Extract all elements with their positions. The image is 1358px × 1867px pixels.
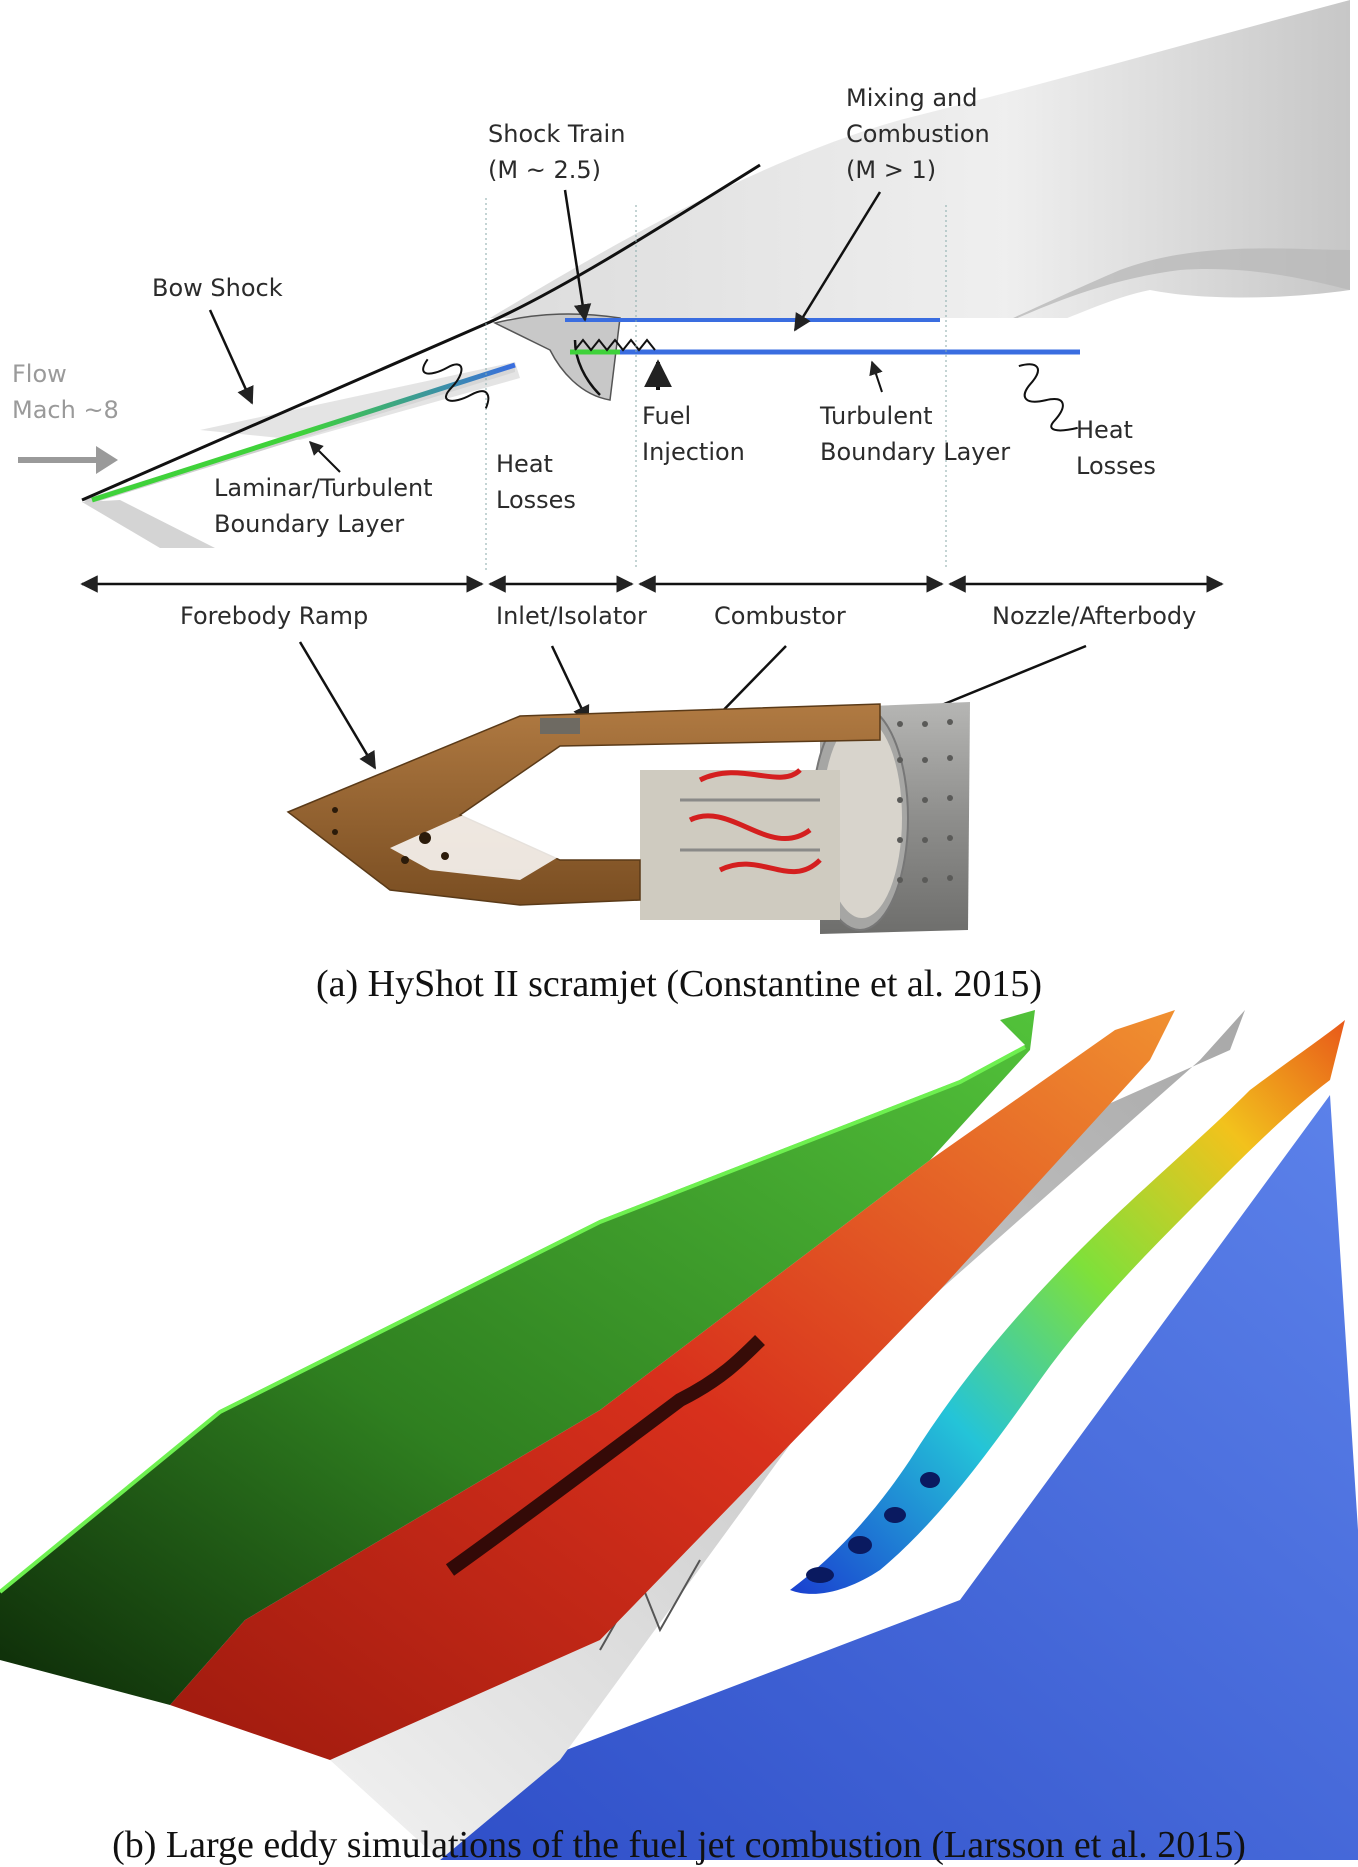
lower-wedge (82, 500, 215, 548)
mixing-label-3: (M > 1) (846, 156, 936, 184)
turbulent-bl-label-1: Turbulent (819, 402, 933, 430)
mixing-label-2: Combustion (846, 120, 990, 148)
fuel-jet-plume (790, 1020, 1345, 1594)
forebody-pointer (298, 641, 377, 770)
inlet-pointer (550, 645, 590, 724)
mixing-arrow (793, 191, 882, 332)
green-slice (0, 1010, 1035, 1705)
red-slice (170, 1010, 1175, 1760)
heat-losses-wave-1 (422, 358, 490, 409)
red-slice-dark-core (445, 1335, 765, 1576)
mixing-label-1: Mixing and (846, 84, 977, 112)
caption-a: (a) HyShot II scramjet (Constantine et a… (316, 963, 1042, 1005)
shock-train-zigzag (574, 338, 656, 352)
flow-label: Flow (12, 360, 67, 388)
cowl-lip (492, 313, 621, 401)
section-inlet-label: Inlet/Isolator (496, 602, 647, 630)
les-rendering (0, 1010, 1358, 1860)
heat-losses-1-label-1: Heat (496, 450, 553, 478)
bow-shock-label: Bow Shock (152, 274, 283, 302)
scramjet-schematic: Flow Mach ~8 Bow Shock Laminar/Turbulent… (12, 0, 1350, 770)
bow-shock-line (81, 163, 761, 502)
bow-shock-arrow (208, 309, 254, 405)
laminar-bl-arrow (309, 441, 341, 473)
blue-floor-plane (440, 1095, 1358, 1860)
nozzle-plume (950, 248, 1350, 350)
shock-train-arrow (563, 189, 592, 322)
hyshot-hardware-photo (286, 702, 970, 934)
fuel-injection-label-2: Injection (642, 438, 745, 466)
section-forebody-label: Forebody Ramp (180, 602, 368, 630)
caption-b: (b) Large eddy simulations of the fuel j… (112, 1824, 1246, 1866)
laminar-bl-label-2: Boundary Layer (214, 510, 404, 538)
section-combustor-label: Combustor (714, 602, 846, 630)
laminar-turbulent-bl-line (91, 362, 516, 503)
grey-slice (330, 1010, 1245, 1860)
heat-losses-2-label-1: Heat (1076, 416, 1133, 444)
heat-losses-wave-2 (1018, 363, 1078, 432)
external-flow-field (490, 0, 1350, 340)
turbulent-bl-label-2: Boundary Layer (820, 438, 1010, 466)
shock-train-label-1: Shock Train (488, 120, 625, 148)
heat-losses-2-label-2: Losses (1076, 452, 1156, 480)
shock-train-label-2: (M ~ 2.5) (488, 156, 601, 184)
section-nozzle-label: Nozzle/Afterbody (992, 602, 1196, 630)
heat-losses-1-label-2: Losses (496, 486, 576, 514)
plume-vortex-cores (806, 1472, 940, 1583)
laminar-bl-label-1: Laminar/Turbulent (214, 474, 433, 502)
fuel-injection-label-1: Fuel (642, 402, 691, 430)
red-wiring (688, 768, 822, 874)
flow-arrow (18, 446, 118, 474)
turbulent-bl-arrow (869, 360, 883, 393)
flow-mach-label: Mach ~8 (12, 396, 119, 424)
